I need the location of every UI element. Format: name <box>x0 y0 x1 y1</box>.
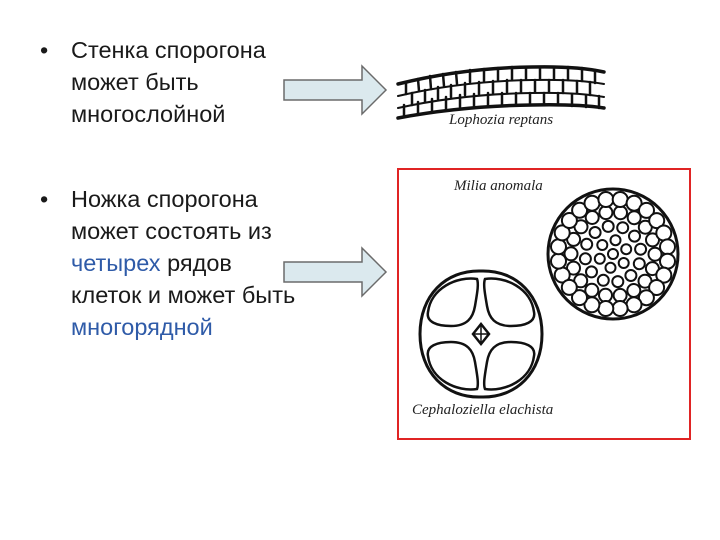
lophozia-caption: Lophozia reptans <box>449 112 554 128</box>
bullet-wall-multilayer: • Стенка спорогона может быть многослойн… <box>40 34 266 130</box>
text-run: Ножка спорогона <box>71 186 258 212</box>
cell-shape <box>611 275 625 289</box>
arrow-right-icon <box>283 64 388 116</box>
cell-shape <box>571 201 589 219</box>
cell-shape <box>655 224 673 242</box>
bullet-text: Ножка спорогона может состоять из четыре… <box>71 183 295 343</box>
cephaloziella-caption: Cephaloziella elachista <box>412 402 554 418</box>
cell-shape <box>634 242 648 256</box>
cell-shape <box>637 289 655 307</box>
highlighted-text-run: многорядной <box>71 314 213 340</box>
cephaloziella-seta-cross-section-illustration <box>418 269 544 399</box>
lophozia-wall-section-illustration <box>396 65 606 120</box>
cell-shape <box>550 252 567 270</box>
cell-shape <box>563 246 579 262</box>
cell-shape <box>609 234 622 247</box>
cell-shape <box>611 191 629 208</box>
cell-shape <box>604 261 617 274</box>
cell-shape <box>624 269 638 282</box>
cell-shape <box>659 238 676 256</box>
cell-shape <box>583 296 601 314</box>
bullet-line: многорядной <box>71 311 295 343</box>
cell-shape <box>601 219 615 233</box>
bullet-line: Ножка спорогона <box>71 183 295 215</box>
milia-caption: Milia anomala <box>454 178 543 194</box>
text-run: может быть <box>71 69 199 95</box>
bullet-line: Стенка спорогона <box>71 34 266 66</box>
cell-shape <box>597 191 615 208</box>
bullet-symbol: • <box>40 186 49 212</box>
text-run: может состоять из <box>71 218 272 244</box>
bullet-line: клеток и может быть <box>71 279 295 311</box>
text-run: клеток и может быть <box>71 282 296 308</box>
cell-shape <box>655 266 673 284</box>
cell-shape <box>617 257 630 269</box>
cell-shape <box>550 238 567 256</box>
cell-shape <box>659 252 676 270</box>
arrow-right-icon <box>283 246 388 298</box>
text-run: многослойной <box>71 101 226 127</box>
cell-shape <box>628 229 641 243</box>
cell-shape <box>598 287 613 303</box>
cell-shape <box>588 226 602 239</box>
cell-shape <box>616 221 630 235</box>
cell-shape <box>648 212 666 230</box>
cell-shape <box>611 300 629 317</box>
highlighted-text-run: четырех <box>71 250 161 276</box>
cell-shape <box>580 237 594 251</box>
text-run: рядов <box>160 250 232 276</box>
cell-shape <box>607 248 619 260</box>
cell-shape <box>625 296 643 314</box>
cell-shape <box>583 194 601 212</box>
cell-shape <box>553 224 571 242</box>
bullet-line: четырех рядов <box>71 247 295 279</box>
cell-shape <box>560 278 578 296</box>
bullet-line: может быть <box>71 66 266 98</box>
bullet-seta-rows: • Ножка спорогона может состоять из четы… <box>40 183 295 343</box>
cell-shape <box>620 243 633 256</box>
cell-shape <box>612 287 628 303</box>
milia-seta-cross-section-illustration <box>546 187 680 321</box>
cell-shape <box>596 239 609 251</box>
bullet-symbol: • <box>40 37 49 63</box>
cell-shape <box>585 265 598 279</box>
cell-shape <box>597 300 615 317</box>
cell-shape <box>598 205 614 221</box>
seta-cross-sections-panel <box>397 168 691 440</box>
cell-shape <box>560 212 578 229</box>
cell-shape <box>648 279 666 296</box>
bullet-text: Стенка спорогона может быть многослойной <box>71 34 266 130</box>
cell-shape <box>613 205 628 221</box>
bullet-line: многослойной <box>71 98 266 130</box>
cell-shape <box>638 201 655 219</box>
text-run: Стенка спорогона <box>71 37 266 63</box>
cell-shape <box>625 194 643 212</box>
cell-shape <box>596 273 610 287</box>
cell-shape <box>647 246 663 262</box>
bullet-line: может состоять из <box>71 215 295 247</box>
cell-shape <box>578 252 592 266</box>
cell-shape <box>593 252 606 265</box>
cell-shape <box>632 257 646 271</box>
cell-shape <box>571 289 588 307</box>
